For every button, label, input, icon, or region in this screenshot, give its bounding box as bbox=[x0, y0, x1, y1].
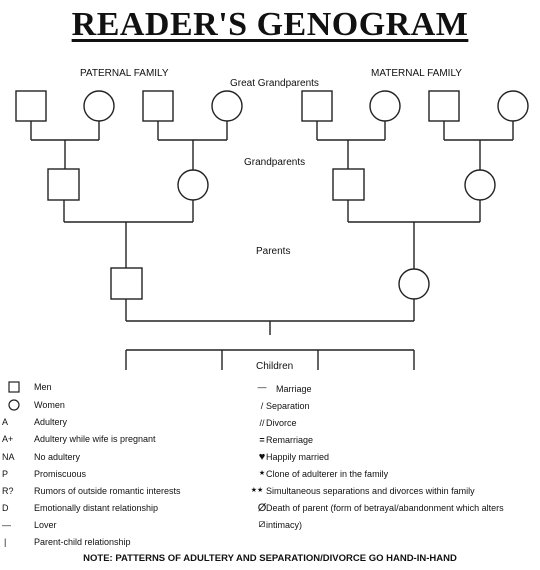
crossed-square-icon: ⧄ bbox=[258, 518, 266, 530]
legend-item-adultery: Adultery bbox=[34, 417, 68, 427]
mother-circle bbox=[398, 268, 430, 300]
legend-item-parent-child: Parent-child relationship bbox=[34, 537, 131, 547]
maternal-family-label: MATERNAL FAMILY bbox=[371, 68, 462, 79]
page-title: READER'S GENOGRAM bbox=[71, 6, 469, 43]
footer-note: NOTE: PATTERNS OF ADULTERY AND SEPARATIO… bbox=[83, 553, 457, 564]
heart-icon: ♥ bbox=[258, 451, 266, 463]
great-grandmother-3-circle bbox=[369, 90, 401, 122]
great-grandfather-2-square bbox=[142, 90, 174, 122]
legend-item-rumors: Rumors of outside romantic interests bbox=[34, 486, 181, 496]
paternal-grandmother-circle bbox=[177, 169, 209, 201]
father-square bbox=[110, 267, 143, 300]
legend-symbol-a-plus: A+ bbox=[2, 434, 14, 444]
great-grandparents-label: Great Grandparents bbox=[230, 78, 319, 89]
legend-item-promiscuous: Promiscuous bbox=[34, 469, 87, 479]
legend-item-happily-married: Happily married bbox=[266, 452, 330, 462]
legend-item-women: Women bbox=[34, 400, 65, 410]
legend-item-remarriage: Remarriage bbox=[266, 435, 314, 445]
legend-item-death: Death of parent (form of betrayal/abando… bbox=[266, 503, 504, 513]
legend-item-adultery-pregnant: Adultery while wife is pregnant bbox=[34, 434, 156, 444]
great-grandfather-1-square bbox=[15, 90, 47, 122]
death-of-parent-icon: Ø bbox=[257, 502, 267, 514]
genogram-diagram bbox=[15, 90, 529, 370]
legend-symbol-separation: / bbox=[260, 401, 264, 411]
legend-item-simultaneous: Simultaneous separations and divorces wi… bbox=[266, 486, 475, 496]
legend-item-no-adultery: No adultery bbox=[34, 452, 81, 462]
legend-item-divorce: Divorce bbox=[266, 418, 297, 428]
legend-item-separation: Separation bbox=[266, 401, 310, 411]
maternal-grandfather-square bbox=[332, 168, 365, 201]
legend-symbol-p: P bbox=[2, 469, 9, 479]
square-icon bbox=[4, 381, 24, 396]
great-grandfather-4-square bbox=[428, 90, 460, 122]
double-star-icon: ★★ bbox=[250, 487, 264, 494]
legend-item-lover: Lover bbox=[34, 520, 57, 530]
parents-label: Parents bbox=[256, 246, 291, 257]
legend-symbol-r: R? bbox=[2, 486, 14, 496]
great-grandfather-3-square bbox=[301, 90, 333, 122]
great-grandmother-1-circle bbox=[83, 90, 115, 122]
legend-symbol-lover: — bbox=[2, 520, 11, 530]
children-label: Children bbox=[256, 361, 294, 372]
legend-symbol-na: NA bbox=[2, 452, 15, 462]
maternal-grandmother-circle bbox=[464, 169, 496, 201]
legend-item-distant: Emotionally distant relationship bbox=[34, 503, 159, 513]
legend-item-intimacy: intimacy) bbox=[266, 520, 303, 530]
legend-item-men: Men bbox=[34, 382, 52, 392]
legend-symbol-parent-child: | bbox=[4, 537, 7, 547]
grandparents-label: Grandparents bbox=[244, 157, 306, 168]
great-grandmother-2-circle bbox=[211, 90, 243, 122]
paternal-grandfather-square bbox=[47, 168, 80, 201]
legend-symbol-remarriage: = bbox=[259, 435, 265, 445]
legend-item-clone: Clone of adulterer in the family bbox=[266, 469, 389, 479]
great-grandmother-4-circle bbox=[497, 90, 529, 122]
circle-icon bbox=[4, 399, 24, 414]
paternal-family-label: PATERNAL FAMILY bbox=[80, 68, 169, 79]
star-icon: ★ bbox=[258, 470, 266, 477]
legend-symbol-d: D bbox=[2, 503, 9, 513]
legend-symbol-marriage: — bbox=[257, 382, 267, 392]
legend-item-marriage: Marriage bbox=[276, 384, 312, 394]
legend-symbol-divorce: // bbox=[259, 418, 265, 428]
legend-symbol-a: A bbox=[2, 417, 9, 427]
